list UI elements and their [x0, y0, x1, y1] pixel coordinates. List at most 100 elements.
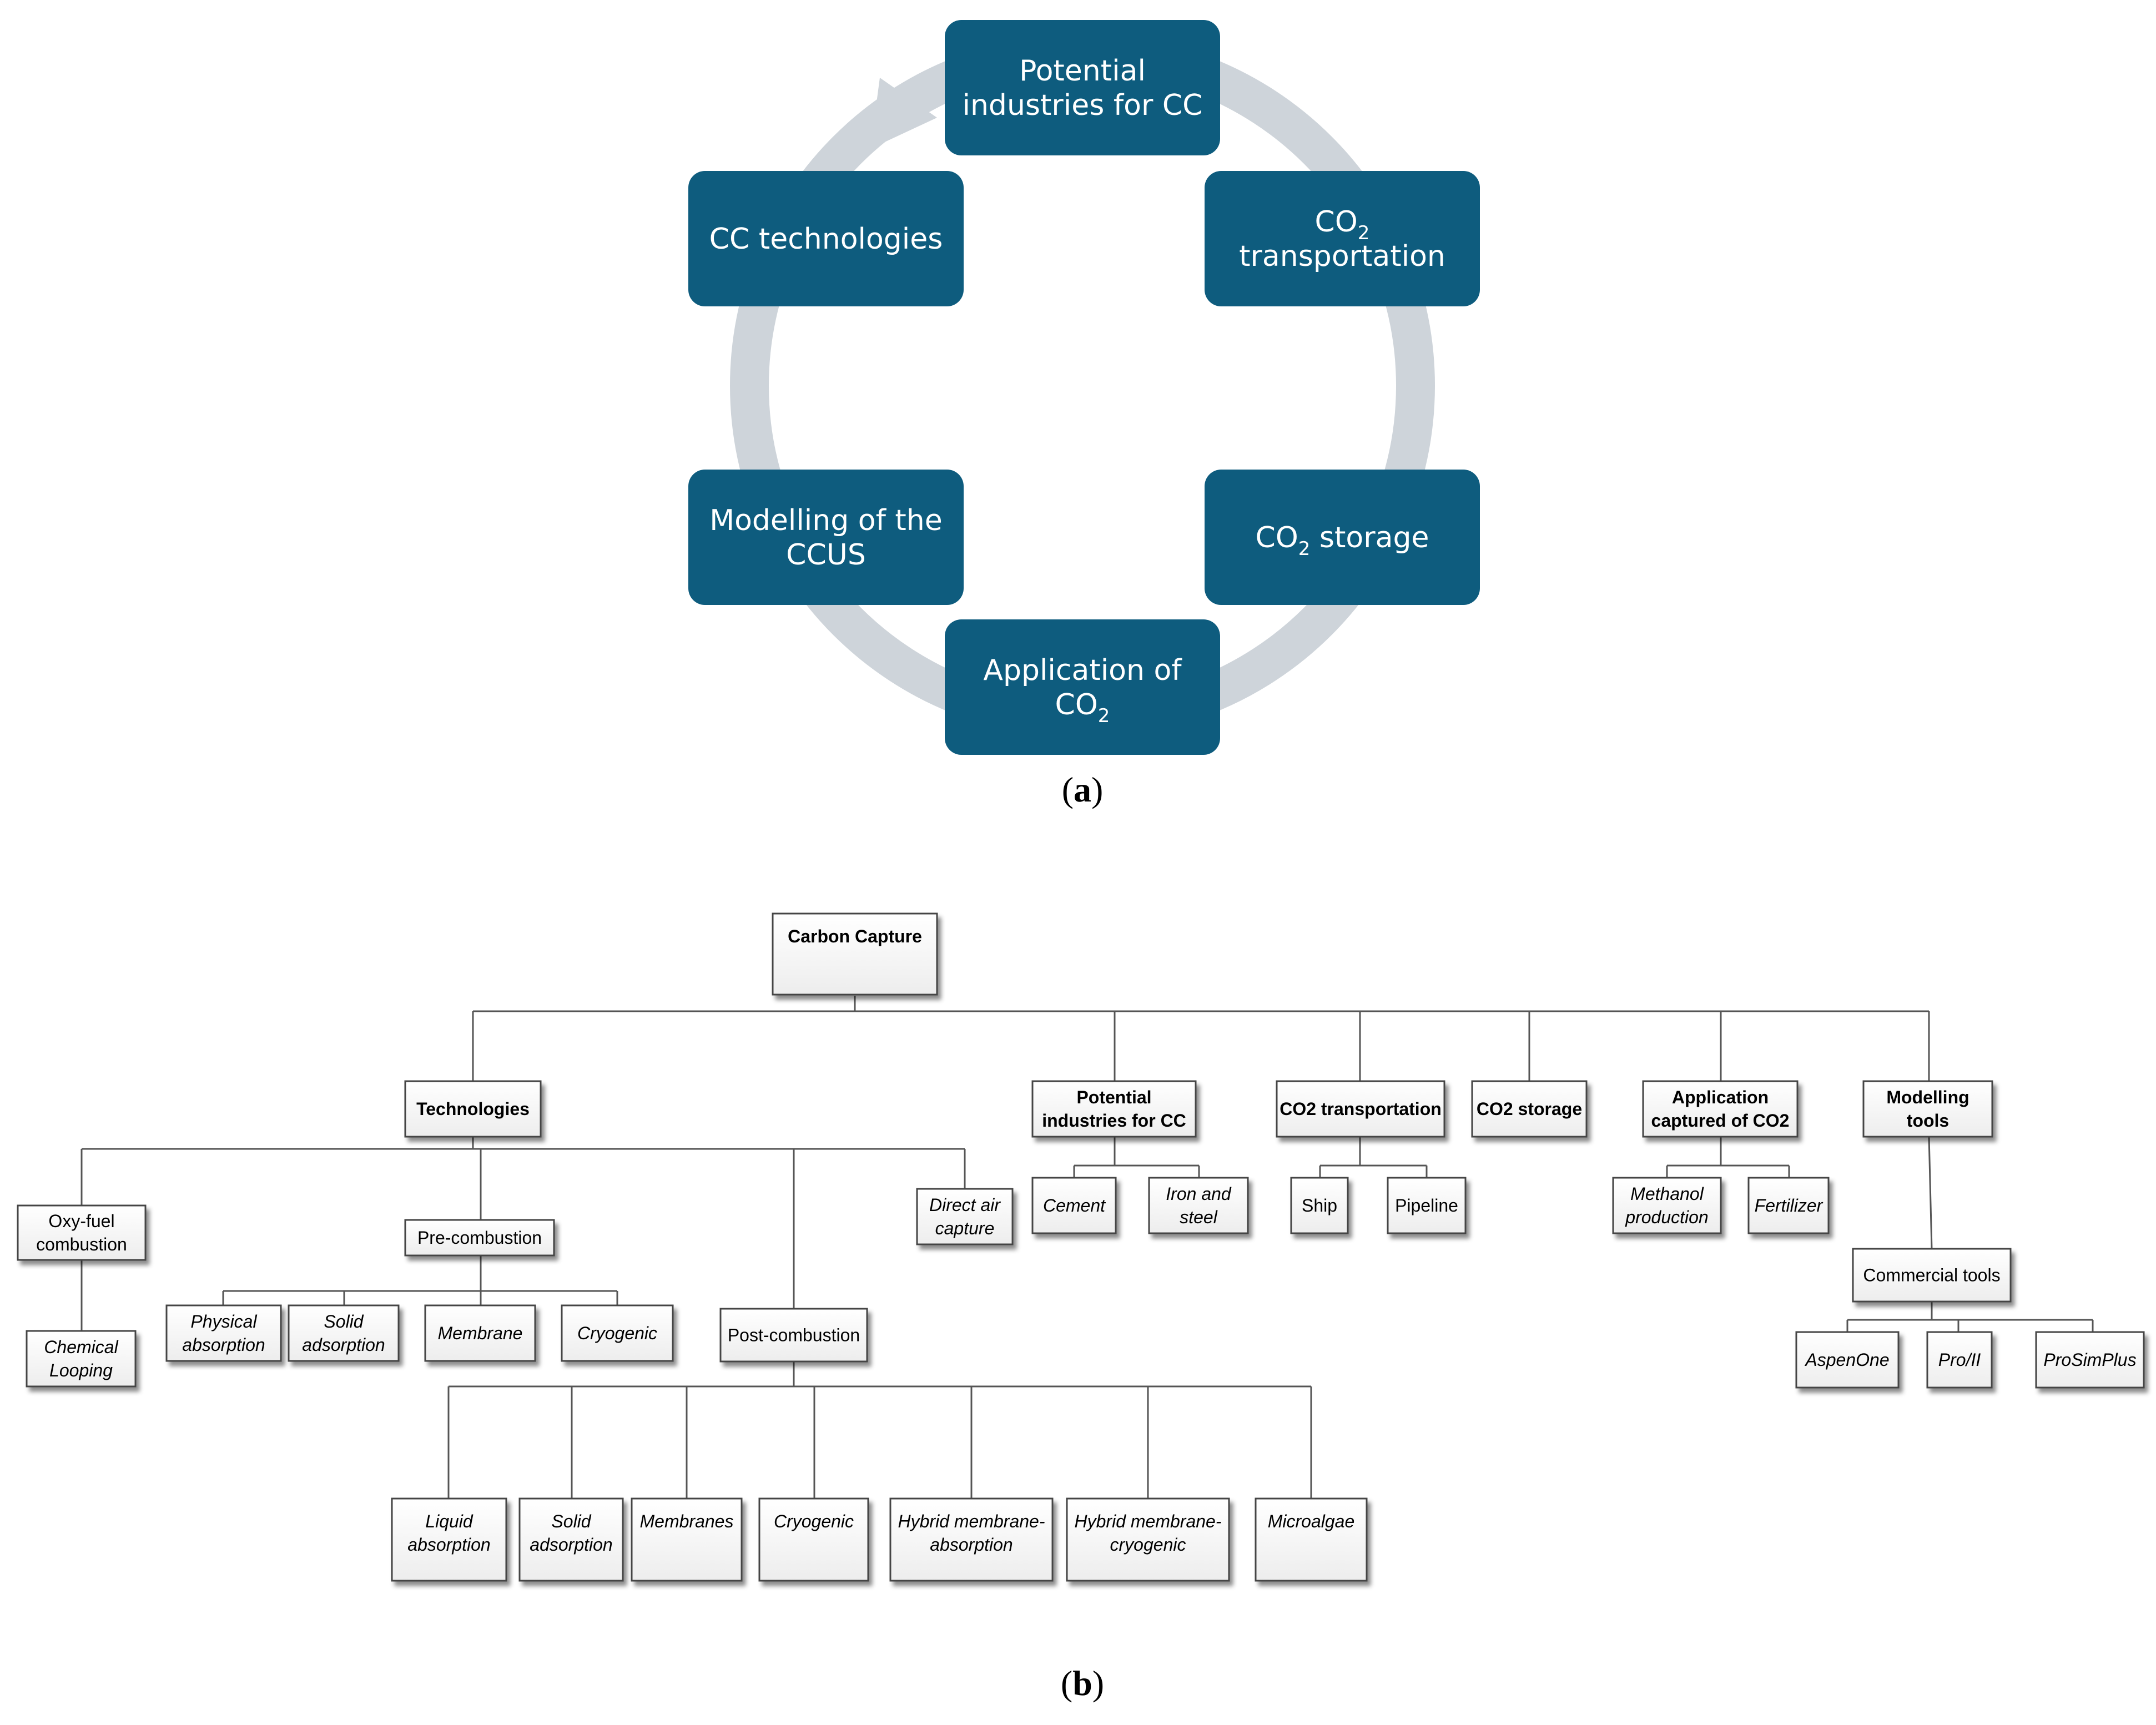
- tree-node-label: Ship: [1302, 1196, 1337, 1215]
- tree-node-aspenone: AspenOne: [1795, 1331, 1900, 1389]
- tree-node-box: [288, 1304, 400, 1362]
- tree-node-label: industries for CC: [1042, 1111, 1186, 1131]
- tree-node-label: Hybrid membrane-: [1075, 1511, 1222, 1531]
- tree-node-box: [561, 1304, 674, 1362]
- cycle-node-storage: CO2 storage: [1205, 470, 1480, 605]
- tree-node-box: [424, 1304, 536, 1362]
- tree-node-label: Looping: [49, 1360, 113, 1380]
- tree-node-ship: Ship: [1290, 1177, 1349, 1234]
- tree-node-box: [916, 1188, 1014, 1245]
- tree-node-microalgae: Microalgae: [1255, 1497, 1368, 1582]
- tree-node-hybrid-cryogenic: Hybrid membrane-cryogenic: [1066, 1497, 1230, 1582]
- tree-node-modelling-tools: Modelling tools: [1862, 1080, 1993, 1138]
- tree-node-box: [719, 1308, 868, 1363]
- tree-node-box: [404, 1219, 555, 1257]
- tree-node-fertilizer: Fertilizer: [1747, 1177, 1830, 1234]
- tree-node-prosimplus: ProSimPlus: [2035, 1331, 2145, 1389]
- cycle-node-label: industries for CC: [963, 89, 1203, 122]
- tree-node-label: production: [1625, 1207, 1708, 1227]
- cycle-node-label: CO2 storage: [1256, 521, 1429, 560]
- tree-node-label: Cryogenic: [774, 1511, 854, 1531]
- tree-node-label: adsorption: [530, 1535, 612, 1555]
- tree-node-label: Post-combustion: [728, 1325, 860, 1345]
- tree-node-label: Fertilizer: [1755, 1196, 1823, 1215]
- tree-node-box: [1926, 1331, 1993, 1389]
- tree-node-label: absorption: [182, 1335, 265, 1355]
- cycle-node-label: CC technologies: [709, 223, 943, 256]
- tree-node-label: Membrane: [438, 1323, 523, 1343]
- tree-node-label: Hybrid membrane-: [898, 1511, 1045, 1531]
- tree-node-box: [404, 1080, 542, 1138]
- tree-node-solid-adsorption-post: Solid adsorption: [518, 1497, 624, 1582]
- tree-node-root: Carbon Capture: [772, 912, 938, 996]
- tree-node-box: [1031, 1080, 1197, 1138]
- cycle-box: [1205, 171, 1480, 306]
- tree-node-label: tools: [1907, 1111, 1949, 1131]
- tree-node-label: cryogenic: [1110, 1535, 1186, 1555]
- caption-b: (b): [1061, 1663, 1104, 1703]
- tree-node-box: [1290, 1177, 1349, 1234]
- cycle-arrowhead: [870, 78, 937, 149]
- tree-node-membranes: Membranes: [631, 1497, 743, 1582]
- tree-node-label: Pro/II: [1938, 1350, 1981, 1370]
- tree-node-label: absorption: [407, 1535, 490, 1555]
- caption-a: (a): [1062, 770, 1104, 809]
- tree-node-label: Pipeline: [1395, 1196, 1458, 1215]
- tree-node-box: [889, 1497, 1054, 1582]
- tree-node-label: Solid: [324, 1312, 364, 1331]
- tree-node-co2-transport: CO2 transportation: [1276, 1080, 1445, 1138]
- tree-node-label: Commercial tools: [1863, 1265, 2000, 1285]
- cycle-box: [688, 171, 964, 306]
- tree-node-box: [772, 912, 938, 996]
- tree-node-label: CO2 storage: [1477, 1099, 1582, 1119]
- tree-node-cement: Cement: [1031, 1177, 1117, 1234]
- tree-node-label: steel: [1180, 1207, 1217, 1227]
- tree-node-industries: Potential industries for CC: [1031, 1080, 1197, 1138]
- tree-node-box: [1862, 1080, 1993, 1138]
- tree-node-label: Carbon Capture: [788, 926, 922, 946]
- cycle-box: [945, 20, 1220, 155]
- tree-node-box: [1852, 1248, 2012, 1303]
- tree-node-label: absorption: [930, 1535, 1012, 1555]
- tree-node-label: Methanol: [1630, 1184, 1704, 1204]
- tree-node-box: [758, 1497, 869, 1582]
- tree-node-label: AspenOne: [1804, 1350, 1889, 1370]
- tree-node-box: [1471, 1080, 1588, 1138]
- tree-node-label: Modelling: [1886, 1087, 1969, 1107]
- tree-node-commercial-tools: Commercial tools: [1852, 1248, 2012, 1303]
- tree-node-box: [17, 1204, 147, 1261]
- tree-node-label: Iron and: [1166, 1184, 1232, 1204]
- tree-node-membrane: Membrane: [424, 1304, 536, 1362]
- tree-node-label: Oxy-fuel: [48, 1211, 114, 1231]
- tree-node-box: [1642, 1080, 1799, 1138]
- tree-node-cryogenic-post: Cryogenic: [758, 1497, 869, 1582]
- tree-node-label: Potential: [1076, 1087, 1151, 1107]
- tree-node-box: [165, 1304, 282, 1362]
- tree-node-label: CO2 transportation: [1280, 1099, 1442, 1119]
- cycle-box: [1205, 470, 1480, 605]
- tree-node-box: [26, 1330, 137, 1388]
- cycle-node-label: CO2: [1315, 205, 1370, 244]
- tree-node-hybrid-absorption: Hybrid membrane-absorption: [889, 1497, 1054, 1582]
- tree-node-label: ProSimPlus: [2043, 1350, 2136, 1370]
- tree-node-box: [1148, 1177, 1249, 1234]
- cycle-node-label: Modelling of the: [709, 504, 943, 537]
- tree-node-box: [1276, 1080, 1445, 1138]
- tree-node-label: captured of CO2: [1651, 1111, 1790, 1131]
- tree-node-label: Technologies: [416, 1099, 530, 1119]
- tree-node-label: Chemical: [44, 1337, 118, 1357]
- tree-node-pro-ii: Pro/II: [1926, 1331, 1993, 1389]
- tree-node-box: [391, 1497, 507, 1582]
- tree-node-co2-storage: CO2 storage: [1471, 1080, 1588, 1138]
- tree-node-box: [1795, 1331, 1900, 1389]
- tree-node-label: Solid: [551, 1511, 591, 1531]
